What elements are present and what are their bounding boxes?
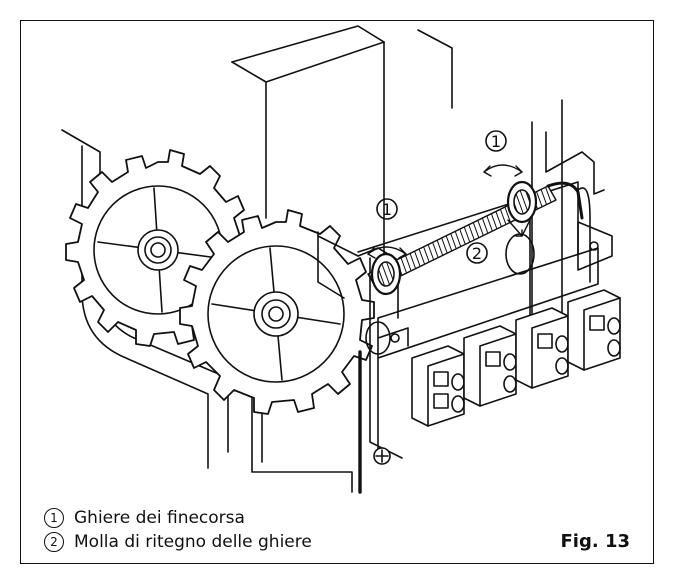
limit-switch-ring-right [506,180,538,224]
callout-ring-left-text: 1 [382,200,392,219]
callout-ring-top-text: 1 [491,132,501,151]
callout-spring-text: 2 [472,244,482,263]
callout-ring-top: 1 [485,130,507,152]
figure-label: Fig. 13 [560,531,630,552]
legend-number: 2 [44,532,64,552]
callout-ring-left: 1 [376,198,398,220]
microswitch-blocks [411,289,621,427]
legend-number: 1 [44,508,64,528]
legend-item-limit-switch-rings: 1 Ghiere dei finecorsa [44,507,245,529]
limit-switch-tray [317,99,613,459]
limit-switch-mechanism-drawing: 1 1 2 [61,25,621,494]
callout-spring: 2 [466,242,488,264]
front-gear [179,209,375,415]
legend-item-retaining-spring: 2 Molla di ritegno delle ghiere [44,531,312,553]
legend-text: Molla di ritegno delle ghiere [74,532,312,552]
rotation-arrows [367,164,531,259]
legend-text: Ghiere dei finecorsa [74,508,245,528]
limit-switch-ring-left [370,252,402,296]
earth-cable-and-screw [358,350,391,494]
